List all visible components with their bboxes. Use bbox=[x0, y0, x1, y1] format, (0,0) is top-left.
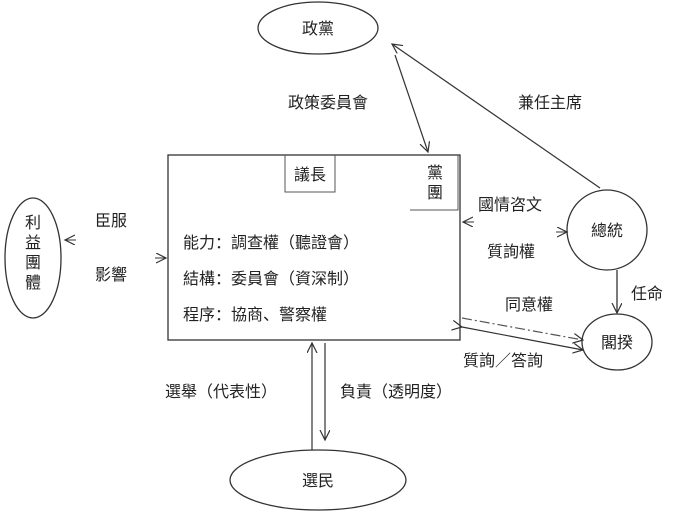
accountability-label: 負責（透明度） bbox=[340, 382, 452, 401]
caucus-char: 團 bbox=[427, 183, 443, 202]
interpellation-reply-arrow bbox=[462, 327, 583, 350]
voters-label: 選民 bbox=[302, 471, 334, 490]
caucus-char: 黨 bbox=[427, 163, 443, 182]
consent-right-arrow bbox=[461, 317, 583, 340]
caucus-box bbox=[410, 155, 459, 211]
procedure-line: 程序：協商、警察權 bbox=[183, 305, 327, 324]
interest-group-char: 利 bbox=[25, 213, 41, 232]
concurrent-chair-label: 兼任主席 bbox=[518, 93, 582, 112]
policy-committee-label: 政策委員會 bbox=[288, 93, 368, 112]
interpellation-reply-label: 質詢／答詢 bbox=[463, 351, 543, 370]
president-label: 總統 bbox=[591, 221, 623, 240]
voters-node bbox=[229, 449, 407, 511]
appoint-label: 任命 bbox=[631, 284, 663, 303]
state-of-union-label: 國情咨文 bbox=[478, 195, 542, 214]
interest-group-char: 益 bbox=[25, 233, 41, 252]
concurrent-chair-arrow bbox=[392, 44, 601, 189]
interest-group-node bbox=[4, 197, 62, 319]
structure-line: 結構：委員會（資深制） bbox=[183, 269, 359, 288]
election-label: 選舉（代表性） bbox=[165, 382, 277, 401]
interest-group-char: 團 bbox=[25, 253, 41, 272]
policy-committee-arrow bbox=[394, 54, 428, 152]
ability-line: 能力：調查權（聽證會） bbox=[183, 233, 359, 252]
party-node bbox=[257, 1, 379, 55]
consent-right-label: 同意權 bbox=[505, 295, 553, 314]
influence-label: 影響 bbox=[95, 265, 127, 284]
interpellation-right-label: 質詢權 bbox=[487, 242, 535, 261]
speaker-box bbox=[284, 155, 336, 193]
submit-label: 臣服 bbox=[95, 211, 127, 230]
legislature-box bbox=[167, 154, 461, 341]
premier-label: 閣揆 bbox=[601, 333, 633, 352]
speaker-label: 議長 bbox=[294, 165, 326, 184]
party-label: 政黨 bbox=[302, 19, 334, 38]
interest-group-char: 體 bbox=[25, 273, 41, 292]
